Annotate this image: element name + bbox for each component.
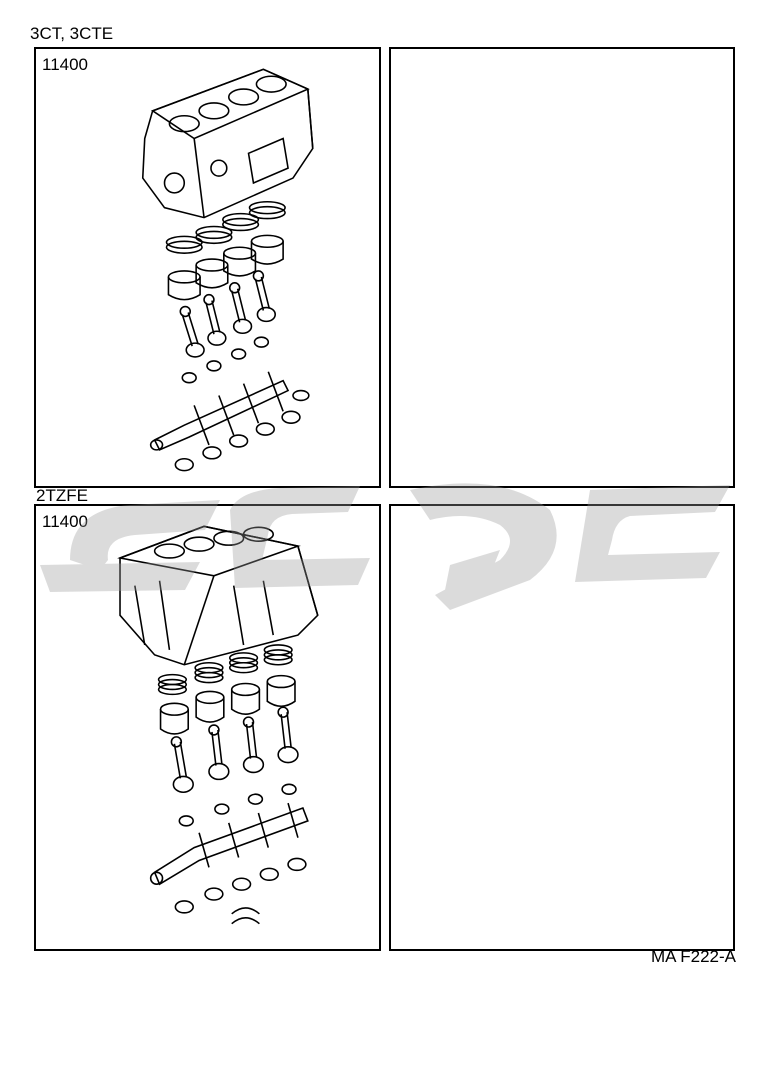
parts-panel-top-left: 11400	[34, 47, 381, 488]
parts-panel-bottom-left: 11400	[34, 504, 381, 951]
page-reference: MA F222-A	[650, 947, 736, 966]
part-number-bottom: 11400	[42, 512, 89, 531]
empty-panel-bottom-right	[389, 504, 735, 951]
part-number-top: 11400	[42, 55, 89, 74]
empty-panel-top-right	[389, 47, 735, 488]
engine-caption-top: 3CT, 3CTE	[30, 24, 114, 43]
engine-caption-bottom: 2TZFE	[36, 486, 88, 505]
short-block-illustration-bottom	[117, 525, 319, 925]
short-block-illustration-top	[141, 68, 314, 472]
